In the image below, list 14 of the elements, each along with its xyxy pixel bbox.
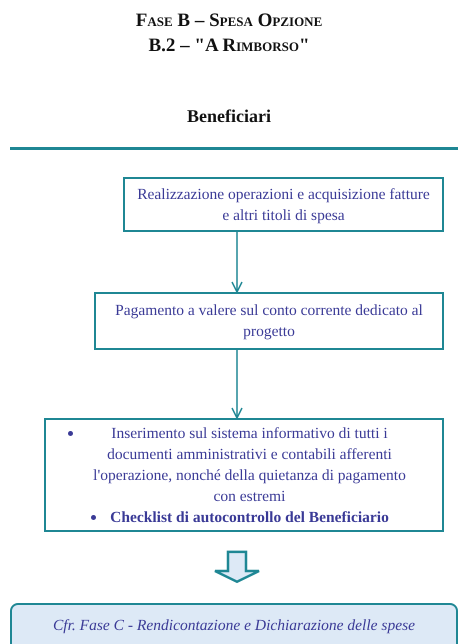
arrow: [231, 350, 243, 419]
box-text: Pagamento a valere sul conto corrente dedicato al progetto: [114, 301, 424, 342]
process-box: [94, 292, 444, 350]
block-arrow: [214, 550, 260, 584]
title: Fase B – Spesa Opzione B.2 – "A Rimborso": [134, 9, 324, 58]
reference-box: [10, 603, 458, 644]
box-text: Realizzazione operazioni e acquisizione fatture e altri titoli di spesa: [136, 184, 431, 226]
process-box: [44, 418, 444, 532]
bullet-item: Inserimento sul sistema informativo di tutti i documenti amministrativi e contabili afferenti l'operazione, nonché della quietanza di pagamento con estremi: [92, 424, 407, 506]
arrow: [231, 232, 243, 293]
box-text: Cfr. Fase C - Rendicontazione e Dichiarazione delle spese: [52, 616, 416, 636]
process-box: [123, 177, 444, 232]
bullet-item: Checklist di autocontrollo del Beneficiario: [110, 508, 389, 528]
section-heading: Beneficiari: [186, 106, 272, 127]
